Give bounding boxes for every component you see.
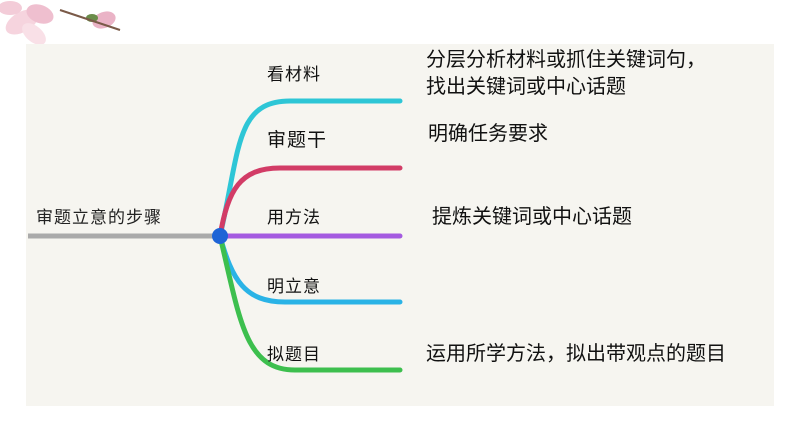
root-label: 审题立意的步骤 bbox=[36, 208, 162, 228]
branch-label-intent: 明立意 bbox=[267, 277, 321, 297]
branch-line-extra bbox=[217, 233, 403, 373]
bud-icon bbox=[59, 9, 121, 31]
note-title: 运用所学方法，拟出带观点的题目 bbox=[426, 341, 726, 365]
magnolia-decoration bbox=[0, 1, 121, 45]
note-material-line-1: 分层分析材料或抓住关键词句， bbox=[426, 47, 706, 71]
note-method: 提炼关键词或中心话题 bbox=[432, 204, 632, 228]
diagram-panel bbox=[26, 44, 774, 406]
hub-node bbox=[212, 228, 228, 244]
note-material-line-2: 找出关键词或中心话题 bbox=[426, 74, 626, 98]
branch-line-method bbox=[217, 165, 403, 239]
branch-label-question: 审题干 bbox=[267, 129, 328, 151]
note-material: 分层分析材料或抓住关键词句， 找出关键词或中心话题 bbox=[426, 46, 706, 100]
branch-label-material: 看材料 bbox=[267, 65, 321, 85]
branch-label-method: 用方法 bbox=[267, 208, 321, 228]
flower-icon bbox=[0, 1, 54, 45]
branch-label-title: 拟题目 bbox=[267, 345, 321, 365]
note-question: 明确任务要求 bbox=[428, 121, 548, 145]
